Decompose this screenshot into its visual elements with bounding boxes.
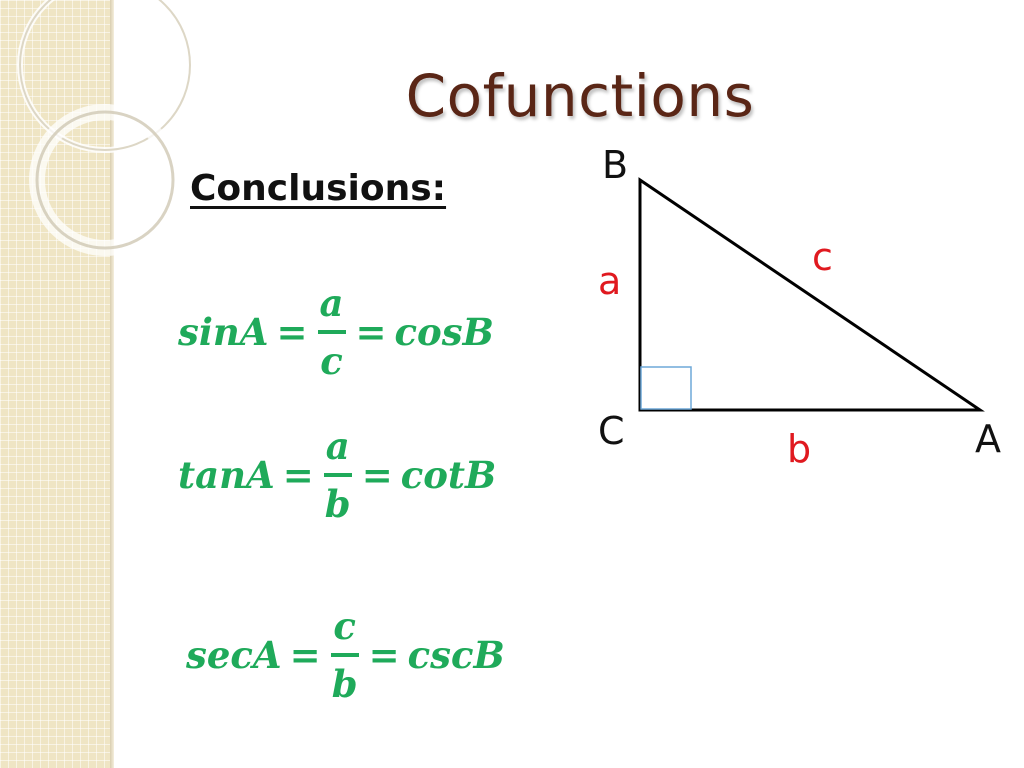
side-label-a: a <box>598 259 621 303</box>
side-label-b: b <box>787 427 811 471</box>
formula-sec-csc: secA = c b = cscB <box>186 605 505 705</box>
equals-sign: = <box>289 633 321 677</box>
formula-rhs: cscB <box>407 633 505 677</box>
formula-rhs: cosB <box>394 310 494 354</box>
fraction-bar <box>317 330 346 334</box>
fraction-bar <box>323 473 352 477</box>
fraction-numerator: a <box>319 281 344 325</box>
formula-sin-cos: sinA = a c = cosB <box>178 282 494 382</box>
decorative-rings <box>17 0 193 256</box>
equals-sign: = <box>368 633 400 677</box>
decorative-side-strip-edge <box>110 0 114 768</box>
fraction-denominator: b <box>331 662 358 706</box>
formula-lhs: secA <box>186 633 282 677</box>
fraction: a c <box>317 281 346 383</box>
equals-sign: = <box>276 310 308 354</box>
slide-title: Cofunctions <box>405 62 755 130</box>
conclusions-heading: Conclusions: <box>190 168 447 209</box>
equals-sign: = <box>355 310 387 354</box>
fraction: a b <box>323 424 352 526</box>
equals-sign: = <box>361 453 393 497</box>
vertex-label-a: A <box>975 417 1001 461</box>
fraction-numerator: a <box>325 424 350 468</box>
formula-lhs: tanA <box>178 453 275 497</box>
right-angle-marker <box>640 366 692 410</box>
formula-rhs: cotB <box>400 453 497 497</box>
fraction-bar <box>330 653 359 657</box>
vertex-label-b: B <box>602 143 628 187</box>
formula-tan-cot: tanA = a b = cotB <box>178 425 496 525</box>
triangle-outline <box>638 177 985 412</box>
fraction-numerator: c <box>333 604 356 648</box>
fraction: c b <box>330 604 359 706</box>
fraction-denominator: b <box>324 482 351 526</box>
side-label-c: c <box>812 235 833 279</box>
right-triangle-diagram: B C A a b c <box>598 143 1001 471</box>
formula-lhs: sinA <box>178 310 269 354</box>
vertex-label-c: C <box>598 409 625 453</box>
fraction-denominator: c <box>320 339 343 383</box>
equals-sign: = <box>282 453 314 497</box>
